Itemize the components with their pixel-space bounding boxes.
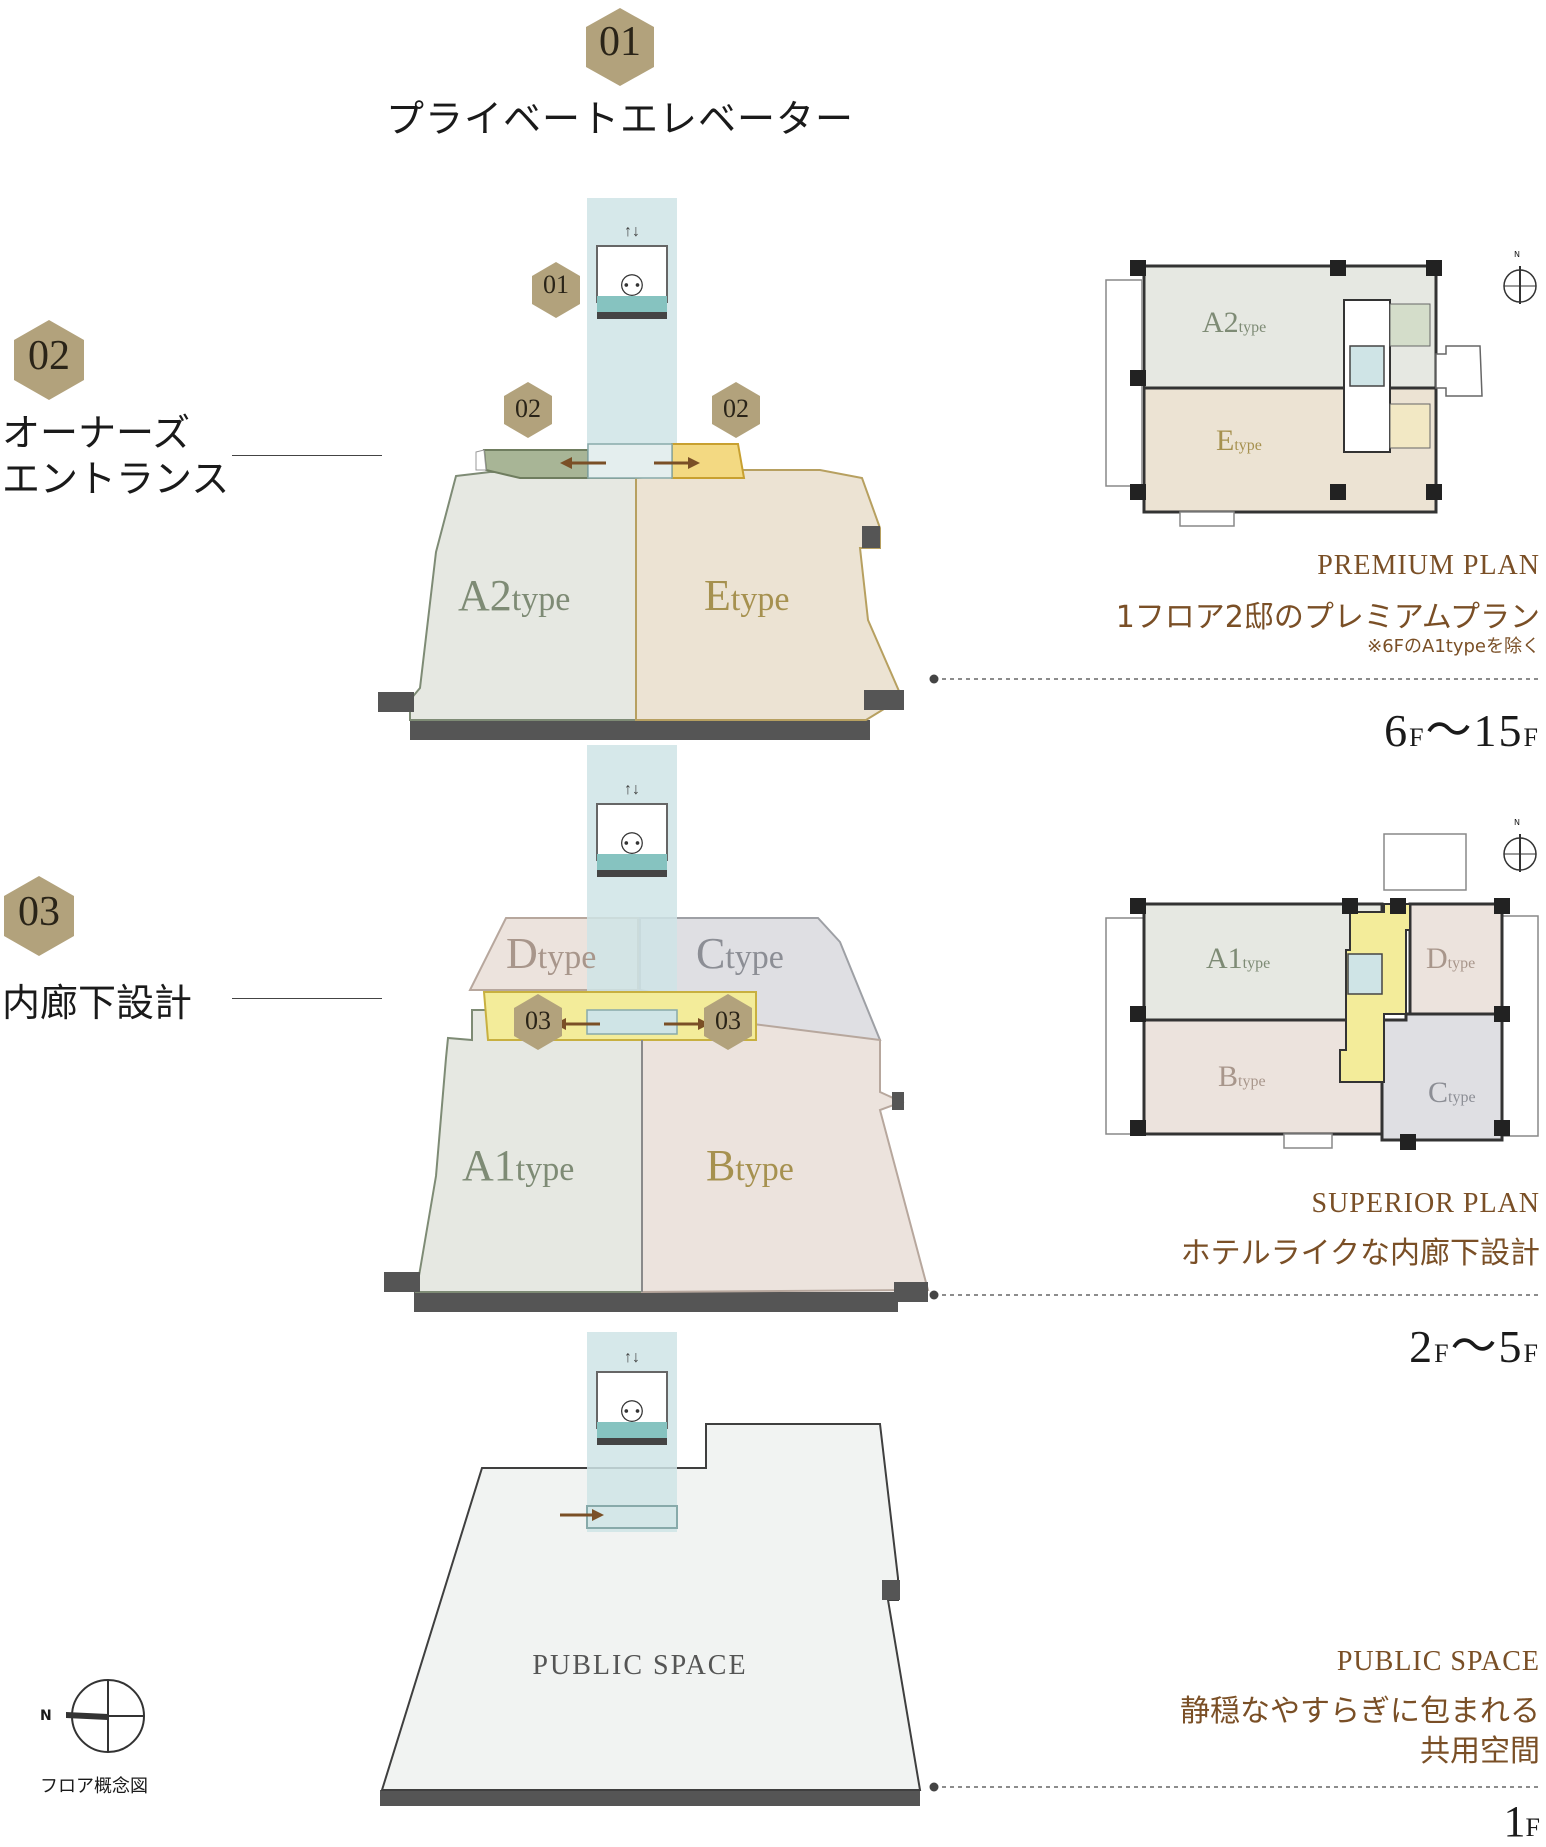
entrance-badge-right-hexagon: [712, 382, 760, 438]
label-d-type: Dtype: [506, 929, 597, 978]
feature-02-label-line2: エントランス: [2, 457, 230, 501]
premium-label-e: Etype: [1216, 424, 1262, 457]
superior-plan-desc: ホテルライクな内廊下設計: [1180, 1236, 1540, 1271]
feature-02-label-line1: オーナーズ: [2, 411, 191, 455]
svg-text:↑↓: ↑↓: [624, 1349, 640, 1366]
label-a2-type: A2type: [458, 571, 571, 620]
premium-floor-range: 6F〜15F: [1384, 705, 1540, 756]
title-number-hexagon: [586, 8, 654, 86]
feature-03-number: 03: [18, 889, 60, 935]
superior-floorplan: [1105, 833, 1539, 1150]
elevator-cabin-upper: ↑↓ ⚇: [596, 223, 668, 319]
svg-text:⚇: ⚇: [619, 270, 646, 303]
compass-icon: [66, 1679, 145, 1753]
superior-label-a1: A1type: [1206, 942, 1271, 975]
compass-caption: フロア概念図: [40, 1776, 148, 1797]
unit-b-plate: [641, 1008, 930, 1294]
feature-03-leader-line: [232, 998, 382, 999]
premium-plan-name: PREMIUM PLAN: [1317, 550, 1540, 581]
ground-floor: [380, 1423, 922, 1806]
superior-label-c: Ctype: [1428, 1076, 1476, 1109]
svg-text:⚇: ⚇: [619, 828, 646, 861]
premium-north-letter: N: [1514, 250, 1520, 259]
feature-02-hexagon: [14, 320, 84, 400]
public-space-desc-line1: 静穏なやすらぎに包まれる: [1180, 1694, 1540, 1729]
svg-text:↑↓: ↑↓: [624, 781, 640, 798]
elevator-badge-hexagon: [532, 262, 580, 318]
compass-north-letter: N: [40, 1708, 52, 1724]
public-space-floor: 1F: [1503, 1797, 1540, 1846]
public-space-desc-line2: 共用空間: [1420, 1734, 1540, 1769]
premium-north-icon: [1503, 266, 1537, 304]
premium-plan-desc: 1フロア2邸のプレミアムプラン: [1115, 600, 1540, 635]
corridor-badge-right-hexagon: [704, 994, 752, 1050]
premium-label-a2: A2type: [1202, 306, 1267, 339]
superior-north-icon: [1503, 834, 1537, 872]
corridor-badge-right: 03: [715, 1006, 741, 1035]
title-label: プライベートエレベーター: [385, 97, 854, 141]
ground-slab-edge: [380, 1790, 920, 1806]
owners-entrance-right: [671, 443, 746, 479]
superior-label-b: Btype: [1218, 1060, 1266, 1093]
feature-02-number: 02: [28, 333, 70, 379]
feature-02-leader-line: [232, 455, 382, 456]
elevator-cabin-middle: ↑↓ ⚇: [596, 781, 668, 877]
upper-floor: [378, 443, 904, 740]
label-e-type: Etype: [704, 571, 790, 620]
label-public-space: PUBLIC SPACE: [532, 1650, 748, 1681]
entrance-badge-right: 02: [723, 394, 749, 423]
elevator-badge: 01: [543, 270, 569, 299]
label-c-type: Ctype: [696, 929, 784, 978]
feature-03-hexagon: [4, 876, 74, 956]
premium-floorplan: [1105, 260, 1483, 527]
superior-floor-range: 2F〜5F: [1409, 1321, 1540, 1372]
corridor-badge-left: 03: [525, 1006, 551, 1035]
label-b-type: Btype: [706, 1141, 794, 1190]
feature-02-label: オーナーズ エントランス: [2, 410, 229, 502]
corridor-badge-left-hexagon: [514, 994, 562, 1050]
superior-north-letter: N: [1514, 818, 1520, 827]
elevator-cabin-lower: ↑↓ ⚇: [596, 1349, 668, 1445]
superior-label-d: Dtype: [1426, 942, 1476, 975]
feature-03-label: 内廊下設計: [2, 981, 193, 1025]
title-number: 01: [599, 19, 641, 65]
label-a1-type: A1type: [462, 1141, 575, 1190]
entrance-badge-left: 02: [515, 394, 541, 423]
public-space-name: PUBLIC SPACE: [1336, 1646, 1540, 1677]
svg-text:↑↓: ↑↓: [624, 223, 640, 240]
entrance-badge-left-hexagon: [504, 382, 552, 438]
svg-text:⚇: ⚇: [619, 1396, 646, 1429]
superior-plan-name: SUPERIOR PLAN: [1311, 1188, 1540, 1219]
premium-plan-note: ※6FのA1typeを除く: [1367, 636, 1540, 657]
